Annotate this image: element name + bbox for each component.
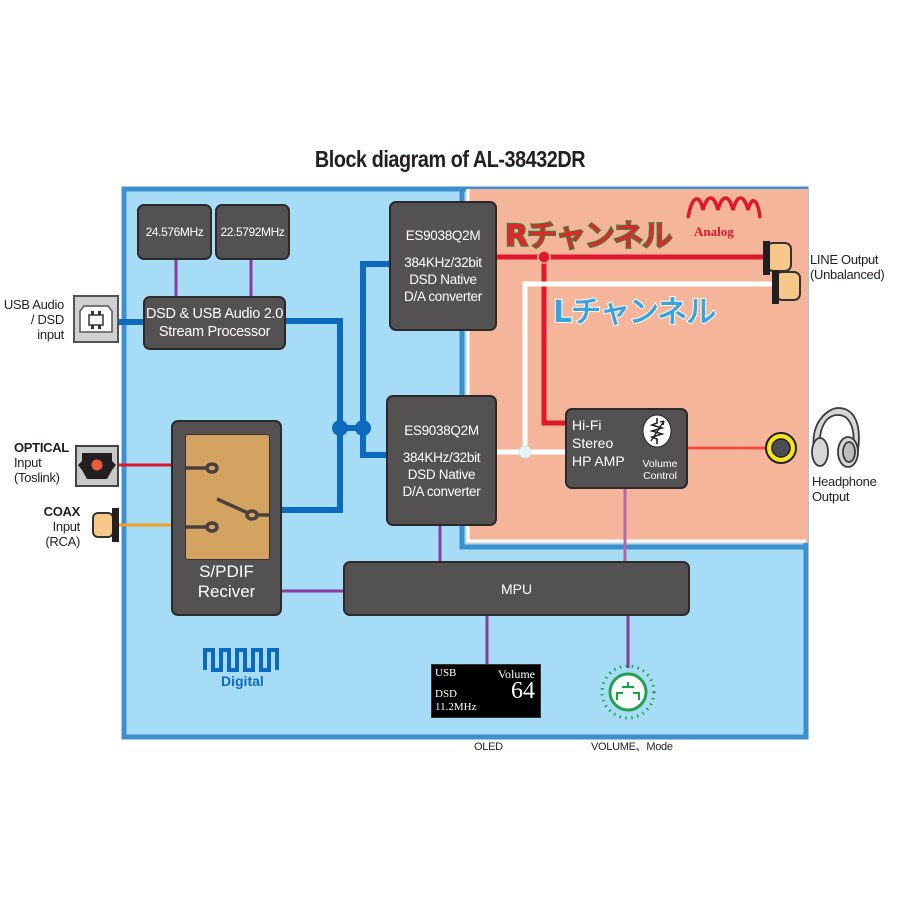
oled-volume-label: Volume <box>497 667 535 681</box>
dac-chip-name: ES9038Q2M <box>405 228 481 243</box>
bus-junction <box>332 420 348 436</box>
hp-amp-line2: Stereo <box>572 435 614 451</box>
mpu-block: MPU <box>343 561 690 616</box>
oled-volume-value: 64 <box>511 678 535 704</box>
headphone-output-line2: Output <box>812 489 850 504</box>
line-output-line2: (Unbalanced) <box>810 267 885 282</box>
analog-label: Analog <box>694 224 734 239</box>
processor-line2: Stream Processor <box>158 324 271 340</box>
l-channel-label: Lチャンネル <box>552 294 717 331</box>
coax-label-line2: Input <box>52 519 81 534</box>
bus-junction <box>355 420 371 436</box>
r-junction <box>537 250 551 264</box>
volume-knob-icon <box>600 664 656 720</box>
digital-label: Digital <box>221 673 264 689</box>
knob-caption: VOLUME、Mode <box>591 741 673 753</box>
dac-spec: 384KHz/32bit <box>402 449 481 465</box>
dac-spec: DSD Native <box>409 272 477 287</box>
optical-input-label: OPTICAL Input (Toslink) <box>14 440 69 485</box>
usb-b-connector-icon <box>73 295 119 343</box>
mpu-label: MPU <box>500 580 533 597</box>
headphone-jack-icon <box>765 432 797 464</box>
dac-chip-name: ES9038Q2M <box>404 422 479 438</box>
volume-control-icon <box>642 414 672 448</box>
l-channel-line <box>497 281 779 455</box>
headphones-icon <box>811 407 860 468</box>
spdif-receiver-block: S/PDIF Reciver <box>171 420 282 616</box>
clock-24576: 24.576MHz <box>137 204 212 260</box>
volume-label2: Control <box>643 470 677 482</box>
coax-input-label: COAX Input (RCA) <box>43 504 81 549</box>
control-lines <box>280 488 630 668</box>
headphone-output-line1: Headphone <box>812 474 877 489</box>
hp-amp-block: Hi-Fi Stereo HP AMP Volume Control <box>565 408 688 489</box>
line-output-label: LINE Output (Unbalanced) <box>810 252 885 282</box>
oled-caption: OLED <box>474 741 503 753</box>
oled-source: USB <box>435 667 457 679</box>
coax-connector-icon <box>92 508 119 542</box>
optical-label-line2: Input <box>14 455 42 470</box>
hp-amp-line1: Hi-Fi <box>572 417 602 433</box>
line-output-connector-icon <box>763 241 801 304</box>
l-junction <box>518 445 532 459</box>
optical-label-line3: (Toslink) <box>14 470 60 485</box>
clock-225792: 22.5792MHz <box>215 204 290 260</box>
dac-block-r: ES9038Q2M 384KHz/32bit DSD Native D/A co… <box>389 201 497 331</box>
switch-icon <box>186 462 269 533</box>
analog-wave-icon <box>686 196 762 219</box>
dac-spec: D/A converter <box>402 483 481 499</box>
clock-label: 22.5792MHz <box>220 225 285 239</box>
coax-label-line1: COAX <box>43 504 81 519</box>
spdif-line1: S/PDIF <box>199 562 254 581</box>
optical-label-line1: OPTICAL <box>14 440 69 455</box>
r-channel-label: Rチャンネル <box>504 218 673 255</box>
stream-processor-block: DSD & USB Audio 2.0 Stream Processor <box>143 296 286 350</box>
volume-label1: Volume <box>642 458 678 470</box>
diagram-title: Block diagram of AL-38432DR <box>314 146 586 172</box>
spdif-line2: Reciver <box>197 582 256 601</box>
clock-label: 24.576MHz <box>145 225 204 239</box>
usb-label-line2: / DSD <box>30 312 64 327</box>
oled-display: USB Volume 64 DSD 11.2MHz <box>431 664 541 718</box>
hp-amp-line3: HP AMP <box>572 453 625 469</box>
usb-input-label: USB Audio / DSD input <box>4 297 64 342</box>
optical-connector-icon <box>75 445 119 487</box>
dac-spec: DSD Native <box>407 466 476 482</box>
digital-wave-icon <box>203 648 279 672</box>
dac-spec: 384KHz/32bit <box>404 255 482 270</box>
input-switch <box>185 434 270 560</box>
oled-rate: 11.2MHz <box>435 701 477 713</box>
processor-line1: DSD & USB Audio 2.0 <box>146 306 283 322</box>
dac-block-l: ES9038Q2M 384KHz/32bit DSD Native D/A co… <box>386 395 497 526</box>
usb-label-line1: USB Audio <box>3 297 64 312</box>
usb-label-line3: input <box>37 327 64 342</box>
headphone-output-label: Headphone Output <box>812 474 877 504</box>
oled-format: DSD <box>435 688 458 700</box>
dac-spec: D/A converter <box>404 289 482 304</box>
coax-label-line3: (RCA) <box>45 534 80 549</box>
line-output-line1: LINE Output <box>810 252 879 267</box>
